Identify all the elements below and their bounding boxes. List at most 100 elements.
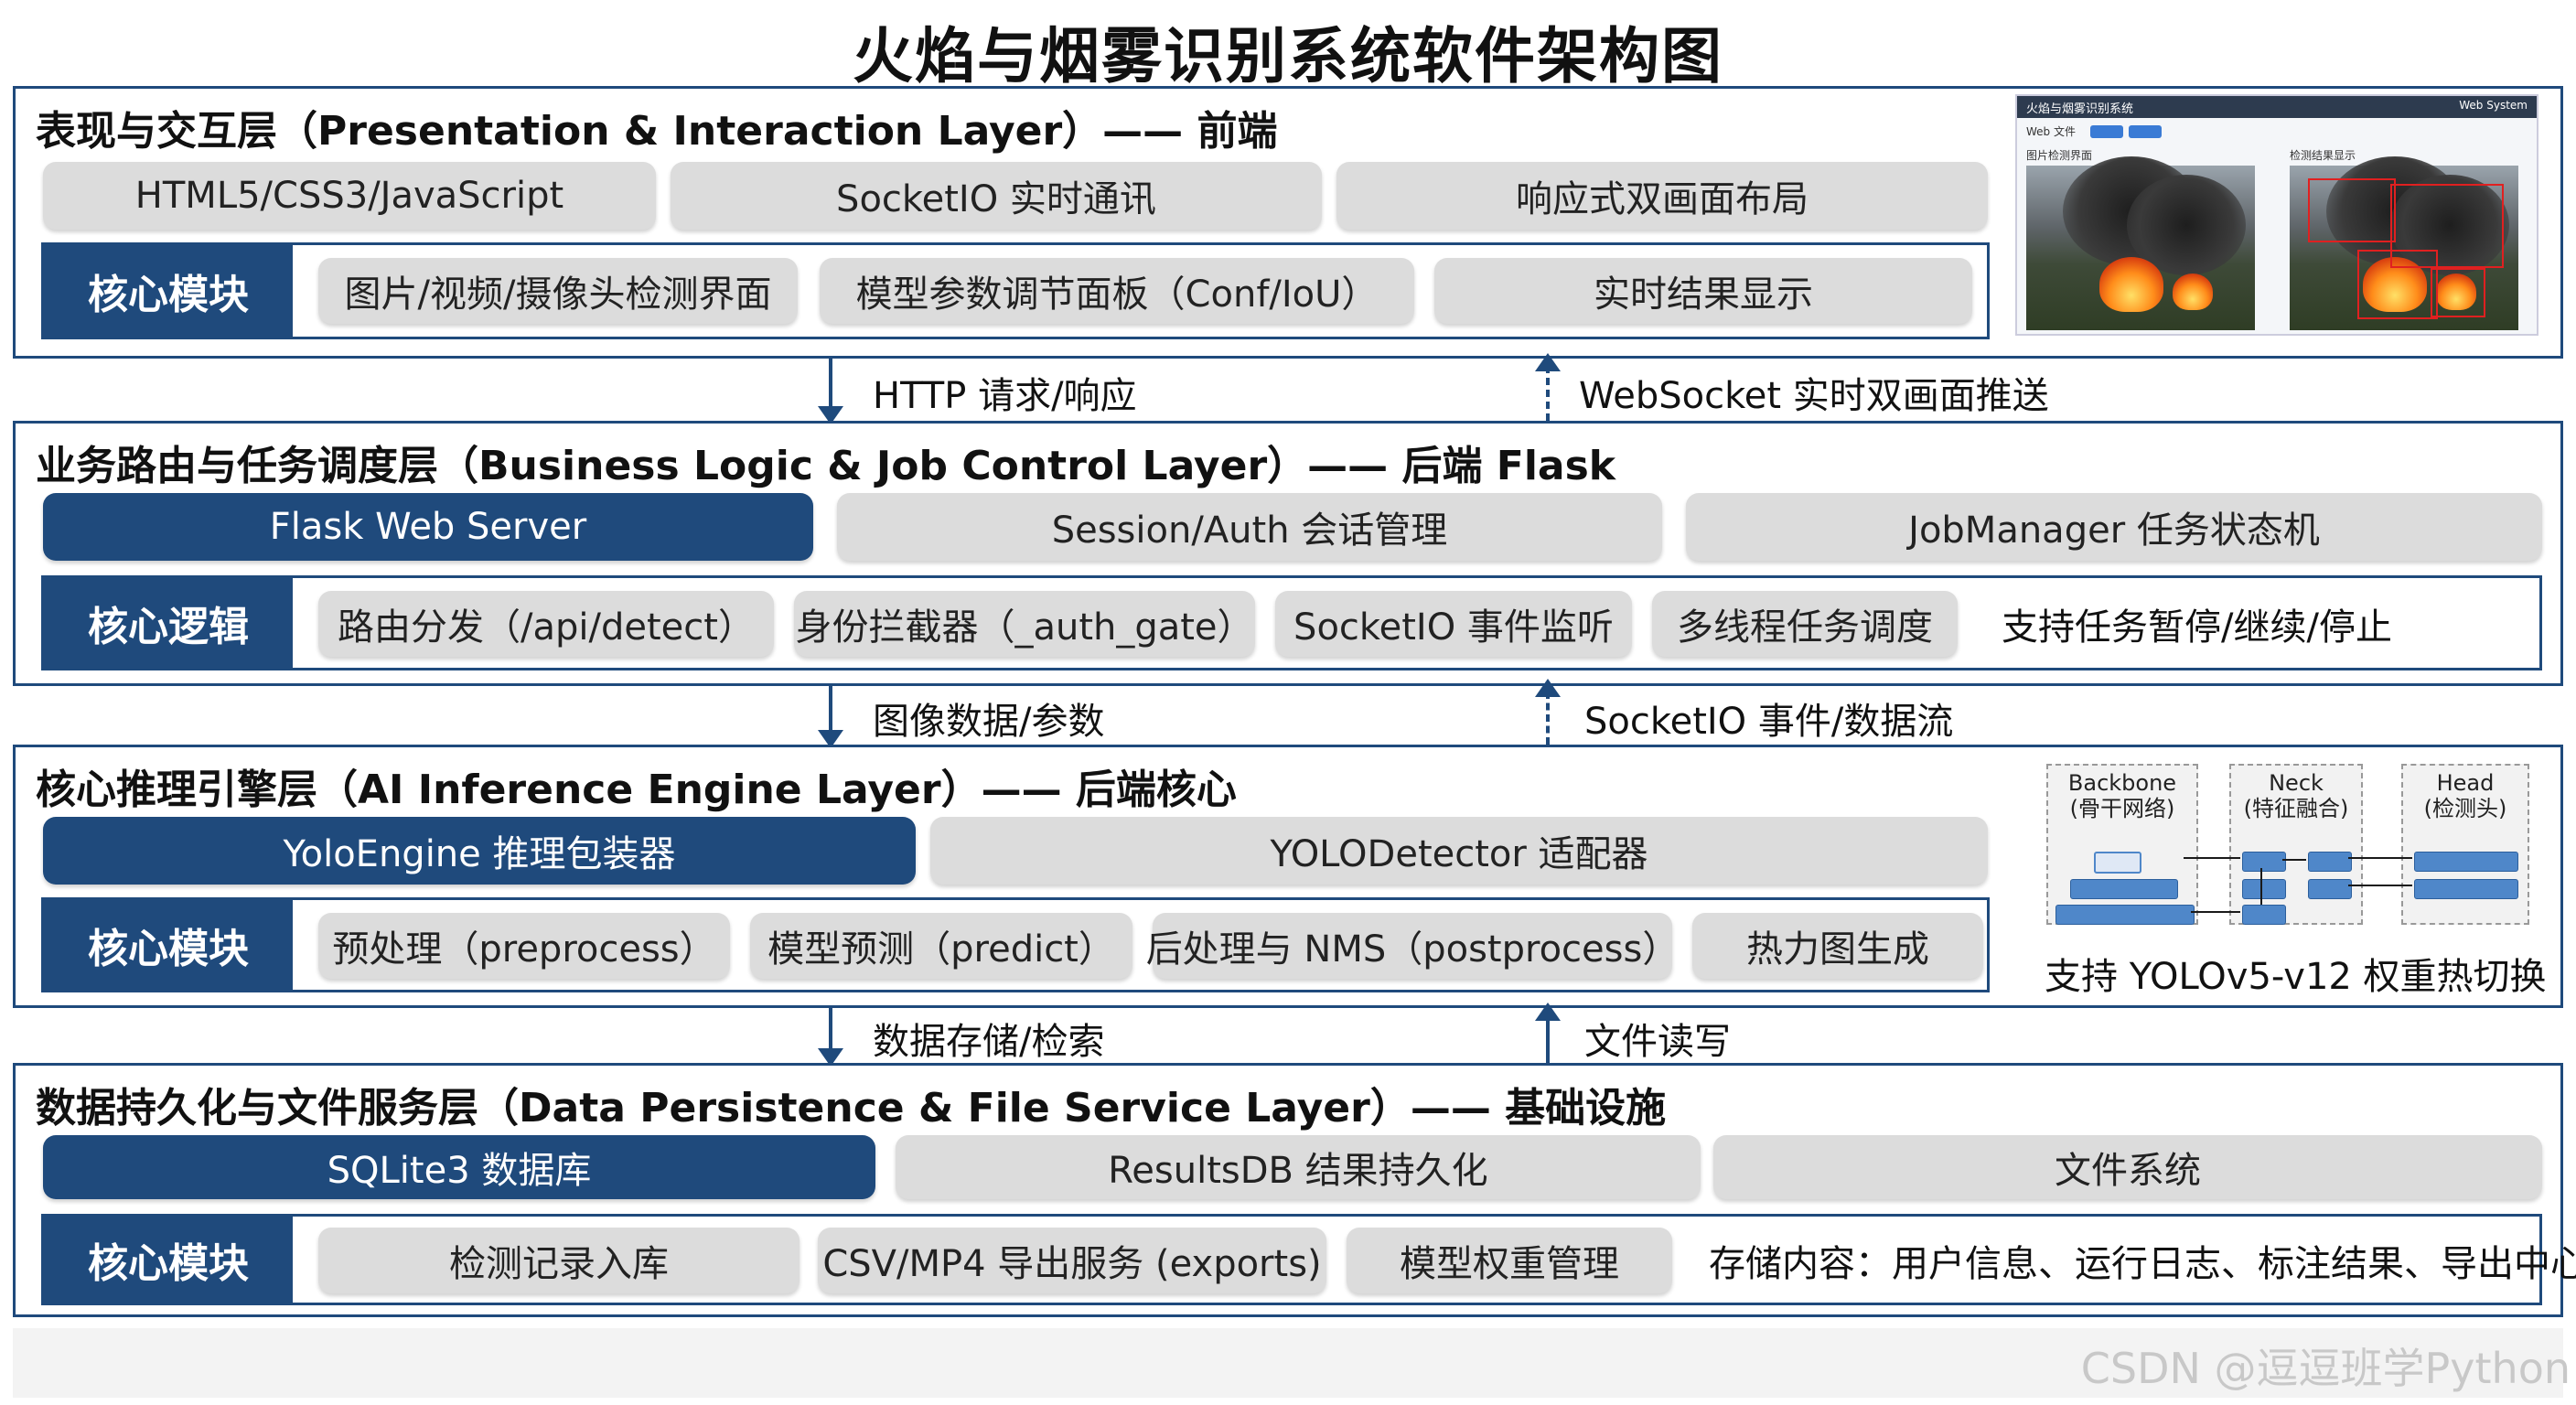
pill-yolodetector: YOLODetector 适配器 bbox=[930, 817, 1988, 885]
pill-socketio: SocketIO 实时通讯 bbox=[671, 162, 1322, 230]
ui-screenshot-thumbnail: 火焰与烟雾识别系统 Web System Web 文件 图片检测界面 检测结果显… bbox=[2015, 94, 2538, 336]
thumbnail-chip bbox=[2129, 125, 2162, 138]
pill-jobmanager: JobManager 任务状态机 bbox=[1686, 493, 2542, 561]
connector-line bbox=[2282, 859, 2306, 861]
pill-auth-gate: 身份拦截器（_auth_gate） bbox=[794, 591, 1255, 657]
thumbnail-app-title: 火焰与烟雾识别系统 bbox=[2026, 102, 2134, 116]
pill-preprocess: 预处理（preprocess） bbox=[318, 913, 730, 979]
thumbnail-header: 火焰与烟雾识别系统 Web System bbox=[2017, 96, 2537, 118]
thumbnail-right-label: 检测结果显示 bbox=[2290, 149, 2356, 162]
backbone-box: Backbone (骨干网络) bbox=[2046, 764, 2198, 925]
neck-box: Neck (特征融合) bbox=[2229, 764, 2363, 925]
thumbnail-chip bbox=[2090, 125, 2123, 138]
core-label: 核心模块 bbox=[44, 1217, 293, 1303]
watermark: CSDN @逗逗班学Python bbox=[2080, 1344, 2571, 1393]
connector-down-label: HTTP 请求/响应 bbox=[873, 375, 1137, 417]
detection-box bbox=[2431, 268, 2485, 317]
fire-scene-detected bbox=[2290, 156, 2518, 330]
up-arrow bbox=[1535, 1003, 1561, 1063]
connector-down-label: 图像数据/参数 bbox=[873, 701, 1105, 743]
head-block bbox=[2414, 879, 2518, 899]
backbone-label: Backbone bbox=[2067, 770, 2177, 796]
pill-weight-management: 模型权重管理 bbox=[1347, 1228, 1672, 1293]
pill-yoloengine: YoloEngine 推理包装器 bbox=[43, 817, 916, 885]
layer-title: 表现与交互层（Presentation & Interaction Layer）… bbox=[36, 108, 1278, 155]
smoke-plume bbox=[2390, 175, 2509, 275]
business-logic-layer: 业务路由与任务调度层（Business Logic & Job Control … bbox=[13, 421, 2563, 686]
pill-realtime-result: 实时结果显示 bbox=[1434, 258, 1972, 324]
backbone-label-cn: (骨干网络) bbox=[2069, 796, 2175, 821]
flame bbox=[2436, 273, 2476, 310]
head-block bbox=[2414, 852, 2518, 872]
backbone-block bbox=[2055, 905, 2195, 925]
pill-resultsdb: ResultsDB 结果持久化 bbox=[896, 1135, 1701, 1199]
pill-postprocess-nms: 后处理与 NMS（postprocess） bbox=[1146, 913, 1679, 979]
core-modules-box: 核心模块 检测记录入库 CSV/MP4 导出服务 (exports) 模型权重管… bbox=[41, 1214, 2576, 1305]
connector-line bbox=[2260, 868, 2262, 905]
neck-block bbox=[2308, 879, 2352, 899]
neck-block bbox=[2242, 879, 2286, 899]
connector-line bbox=[2348, 857, 2412, 859]
pill-export-service: CSV/MP4 导出服务 (exports) bbox=[818, 1228, 1326, 1293]
up-arrow bbox=[1535, 679, 1561, 745]
pill-flask-server: Flask Web Server bbox=[43, 493, 813, 561]
pill-route-dispatch: 路由分发（/api/detect） bbox=[318, 591, 774, 657]
pill-predict: 模型预测（predict） bbox=[750, 913, 1132, 979]
layer-title: 业务路由与任务调度层（Business Logic & Job Control … bbox=[36, 443, 1616, 489]
connector-line bbox=[2191, 911, 2240, 913]
connector-line bbox=[2184, 857, 2240, 859]
layer-title: 数据持久化与文件服务层（Data Persistence & File Serv… bbox=[36, 1085, 1667, 1132]
down-arrow bbox=[818, 1008, 843, 1067]
storage-content-note: 存储内容：用户信息、运行日志、标注结果、导出中心 bbox=[1709, 1243, 2576, 1285]
up-arrow bbox=[1535, 353, 1561, 421]
detection-box bbox=[2357, 250, 2438, 319]
pill-sqlite: SQLite3 数据库 bbox=[43, 1135, 875, 1199]
detection-box bbox=[2390, 184, 2504, 268]
neck-block bbox=[2242, 852, 2286, 872]
layer-title: 核心推理引擎层（AI Inference Engine Layer）—— 后端核… bbox=[36, 767, 1237, 813]
pill-param-panel: 模型参数调节面板（Conf/IoU） bbox=[820, 258, 1414, 324]
backbone-block bbox=[2094, 852, 2141, 874]
pill-record-storage: 检测记录入库 bbox=[318, 1228, 800, 1293]
flame bbox=[2099, 257, 2163, 312]
task-control-note: 支持任务暂停/继续/停止 bbox=[2002, 606, 2392, 649]
thumbnail-left-label: 图片检测界面 bbox=[2026, 149, 2093, 162]
pill-multithread-scheduler: 多线程任务调度 bbox=[1652, 591, 1958, 657]
pill-filesystem: 文件系统 bbox=[1713, 1135, 2542, 1199]
yolo-architecture-diagram: Backbone (骨干网络) Neck (特征融合) Head (检测头) bbox=[2043, 747, 2537, 939]
neck-label-cn: (特征融合) bbox=[2243, 796, 2349, 821]
connector-up-label: SocketIO 事件/数据流 bbox=[1584, 701, 1954, 743]
flame bbox=[2173, 273, 2213, 310]
thumbnail-header-right: Web System bbox=[2459, 99, 2528, 112]
data-persistence-layer: 数据持久化与文件服务层（Data Persistence & File Serv… bbox=[13, 1063, 2576, 1317]
connector-up-label: WebSocket 实时双画面推送 bbox=[1579, 375, 2049, 417]
connector-down-label: 数据存储/检索 bbox=[873, 1021, 1105, 1063]
backbone-block bbox=[2070, 879, 2178, 899]
connector-up-label: 文件读写 bbox=[1584, 1021, 1731, 1063]
core-modules-box: 核心模块 图片/视频/摄像头检测界面 模型参数调节面板（Conf/IoU） 实时… bbox=[41, 242, 1990, 339]
head-box: Head (检测头) bbox=[2401, 764, 2529, 925]
neck-block bbox=[2308, 852, 2352, 872]
detection-box bbox=[2308, 178, 2396, 242]
pill-heatmap: 热力图生成 bbox=[1692, 913, 1983, 979]
neck-label: Neck bbox=[2269, 770, 2324, 796]
down-arrow bbox=[818, 359, 843, 424]
pill-responsive-layout: 响应式双画面布局 bbox=[1336, 162, 1988, 230]
yolo-caption: 支持 YOLOv5-v12 权重热切换 bbox=[2045, 956, 2547, 998]
core-label: 核心模块 bbox=[44, 900, 293, 990]
core-label: 核心逻辑 bbox=[44, 578, 293, 668]
thumbnail-tab-label: Web 文件 bbox=[2026, 125, 2076, 138]
pill-html5: HTML5/CSS3/JavaScript bbox=[43, 162, 656, 230]
pill-socketio-listener: SocketIO 事件监听 bbox=[1275, 591, 1632, 657]
down-arrow bbox=[818, 686, 843, 748]
head-label: Head bbox=[2436, 770, 2495, 796]
smoke-plume bbox=[2127, 175, 2246, 275]
fire-scene-original bbox=[2026, 156, 2255, 330]
neck-block bbox=[2242, 905, 2286, 925]
core-label: 核心模块 bbox=[44, 245, 293, 337]
head-label-cn: (检测头) bbox=[2423, 796, 2507, 821]
pill-detect-ui: 图片/视频/摄像头检测界面 bbox=[318, 258, 798, 324]
page-title: 火焰与烟雾识别系统软件架构图 bbox=[853, 21, 1723, 91]
core-logic-box: 核心逻辑 路由分发（/api/detect） 身份拦截器（_auth_gate）… bbox=[41, 575, 2542, 670]
connector-line bbox=[2348, 885, 2412, 886]
